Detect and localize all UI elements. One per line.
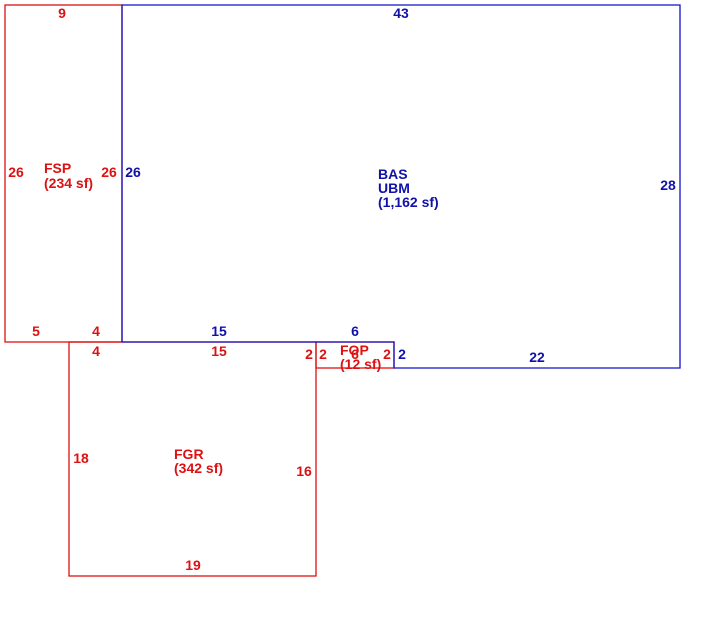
fgr-code: FGR	[174, 446, 204, 462]
bas-dim-top: 43	[393, 5, 409, 21]
fop-area: (12 sf)	[340, 356, 381, 372]
bas-dim-step: 2	[398, 346, 406, 362]
fsp-dim-right: 26	[101, 164, 117, 180]
fsp-code: FSP	[44, 160, 71, 176]
fop-dim-top: 6	[351, 346, 359, 362]
fop-dim-right: 2	[383, 346, 391, 362]
bas-dim-bottom-c: 22	[529, 349, 545, 365]
bas-dim-left: 26	[125, 164, 141, 180]
bas-dim-bottom-b: 6	[351, 323, 359, 339]
bas-dim-right: 28	[660, 177, 676, 193]
fsp-dim-top: 9	[58, 5, 66, 21]
bas-dim-bottom-a: 15	[211, 323, 227, 339]
fsp-dim-bottom-b: 4	[92, 323, 100, 339]
bas-code-secondary: UBM	[378, 180, 410, 196]
bas-outline	[121, 4, 681, 369]
fgr-dim-right: 16	[296, 463, 312, 479]
fop-dim-left: 2	[319, 346, 327, 362]
fgr-dim-left: 18	[73, 450, 89, 466]
fsp-area: (234 sf)	[44, 175, 93, 191]
fgr-dim-bottom: 19	[185, 557, 201, 573]
fsp-dim-bottom-a: 5	[32, 323, 40, 339]
fgr-dim-top-c: 2	[305, 346, 313, 362]
fgr-dim-top-b: 15	[211, 343, 227, 359]
fop-code: FOP	[340, 342, 369, 358]
fgr-area: (342 sf)	[174, 460, 223, 476]
fgr-dim-top-a: 4	[92, 343, 100, 359]
fsp-dim-left: 26	[8, 164, 24, 180]
bas-area: (1,162 sf)	[378, 194, 439, 210]
bas-code: BAS	[378, 166, 408, 182]
